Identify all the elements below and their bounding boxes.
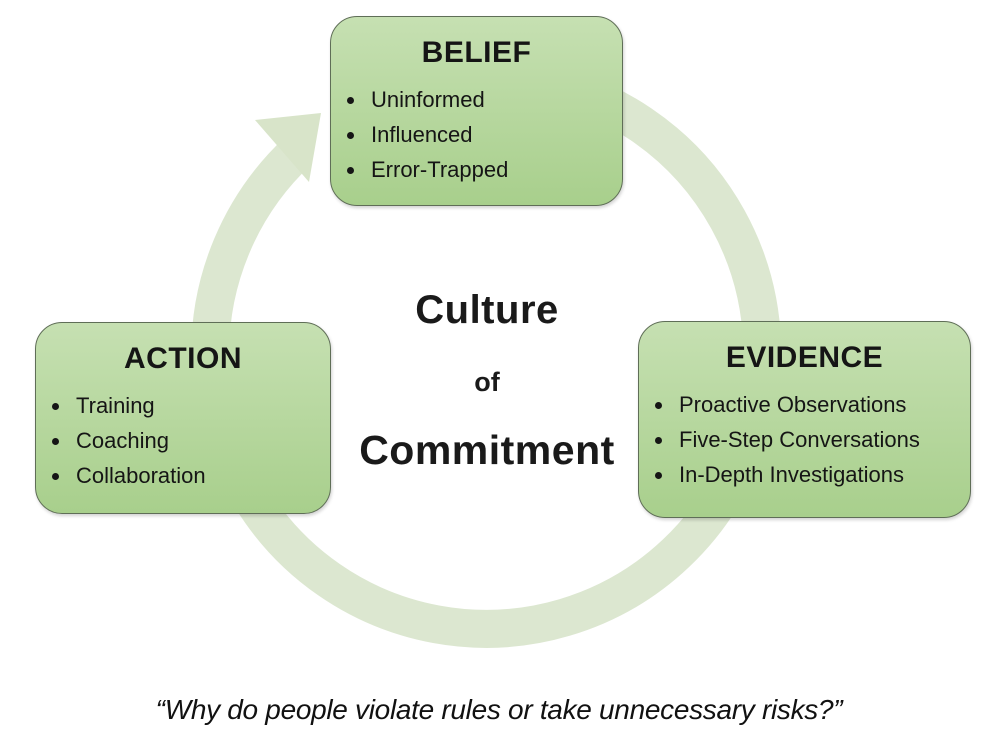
list-item: Influenced — [367, 117, 622, 152]
center-title-line2: of — [474, 367, 500, 397]
node-belief: BELIEF Uninformed Influenced Error-Trapp… — [330, 16, 623, 206]
center-title-line1: Culture — [415, 288, 559, 332]
node-evidence: EVIDENCE Proactive Observations Five-Ste… — [638, 321, 971, 518]
list-item: Error-Trapped — [367, 152, 622, 187]
center-title: Culture of Commitment — [287, 288, 687, 473]
quote-text: “Why do people violate rules or take unn… — [155, 694, 843, 725]
list-item: Proactive Observations — [675, 387, 970, 422]
list-item: Training — [72, 388, 330, 423]
list-item: Uninformed — [367, 82, 622, 117]
node-action-title: ACTION — [124, 342, 242, 375]
node-evidence-title: EVIDENCE — [725, 341, 884, 374]
list-item: In-Depth Investigations — [675, 457, 970, 492]
node-action-list: Training Coaching Collaboration — [36, 388, 330, 493]
cycle-arrowhead-icon — [255, 113, 321, 182]
list-item: Five-Step Conversations — [675, 422, 970, 457]
node-evidence-list: Proactive Observations Five-Step Convers… — [639, 387, 970, 492]
node-belief-list: Uninformed Influenced Error-Trapped — [331, 82, 622, 187]
center-title-line3: Commitment — [359, 427, 615, 473]
list-item: Collaboration — [72, 458, 330, 493]
list-item: Coaching — [72, 423, 330, 458]
node-action: ACTION Training Coaching Collaboration — [35, 322, 331, 514]
node-belief-title: BELIEF — [421, 36, 532, 69]
